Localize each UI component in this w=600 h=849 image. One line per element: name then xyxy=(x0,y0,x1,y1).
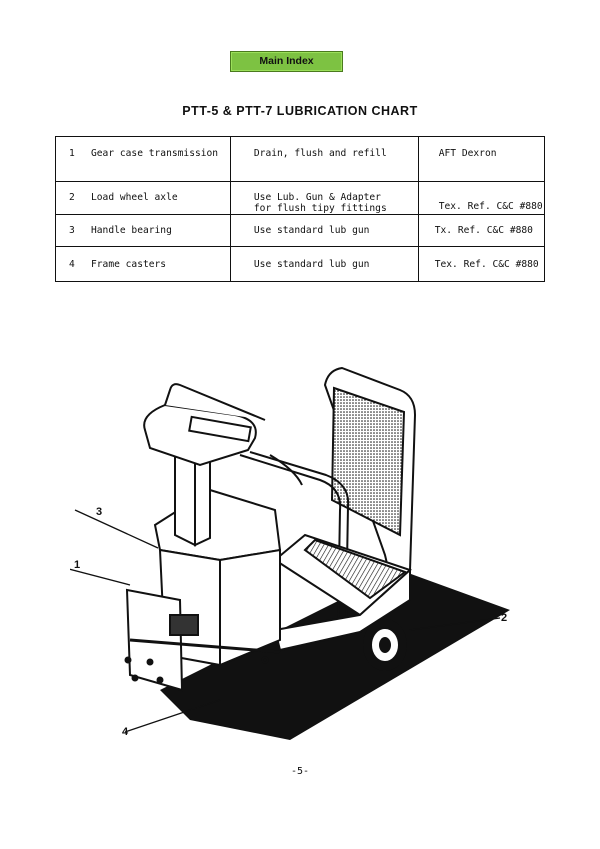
deck xyxy=(273,533,412,652)
table-row: 3 Handle bearing Use standard lub gun Tx.… xyxy=(55,214,546,247)
callout-2: 2 xyxy=(501,612,508,624)
callout-3: 3 xyxy=(96,506,103,518)
part-name: Load wheel axle xyxy=(91,192,178,203)
row-number: 4 xyxy=(69,259,75,270)
lubrication-chart-table: 1 Gear case transmission Drain, flush and… xyxy=(55,136,546,282)
ground-shadow xyxy=(160,570,510,740)
part-name: Frame casters xyxy=(91,259,167,270)
part-name: Gear case transmission xyxy=(91,148,219,159)
control-body xyxy=(124,488,282,692)
steering-handle xyxy=(143,383,266,547)
row-number: 2 xyxy=(69,192,75,203)
side-rail xyxy=(239,451,350,626)
action-text: Use standard lub gun xyxy=(253,259,370,270)
row-number: 3 xyxy=(69,225,75,236)
part-name: Handle bearing xyxy=(91,225,172,236)
backrest xyxy=(323,366,417,587)
lubricant-text: Tex. Ref. C&C #880 xyxy=(438,201,543,212)
callout-4: 4 xyxy=(122,726,129,738)
page-number: -5- xyxy=(290,766,310,777)
callout-1: 1 xyxy=(74,559,81,571)
table-row: 4 Frame casters Use standard lub gun Tex.… xyxy=(55,246,546,282)
table-row: 1 Gear case transmission Drain, flush and… xyxy=(55,136,546,182)
load-wheel xyxy=(363,619,407,671)
page-title: PTT-5 & PTT-7 LUBRICATION CHART xyxy=(182,104,418,118)
main-index-button[interactable]: Main Index xyxy=(230,51,343,72)
action-text: Use Lub. Gun & Adapter for flush tipy fi… xyxy=(253,192,387,214)
row-number: 1 xyxy=(69,148,75,159)
action-text: Drain, flush and refill xyxy=(253,148,387,159)
table-row: 2 Load wheel axle Use Lub. Gun & Adapter … xyxy=(55,181,546,215)
callout-leaders xyxy=(70,509,501,733)
lubricant-text: Tex. Ref. C&C #880 xyxy=(434,259,539,270)
lubricant-text: Tx. Ref. C&C #880 xyxy=(434,225,533,236)
vehicle-drawing xyxy=(70,366,510,740)
action-text: Use standard lub gun xyxy=(253,225,370,236)
lubricant-text: AFT Dexron xyxy=(438,148,497,159)
